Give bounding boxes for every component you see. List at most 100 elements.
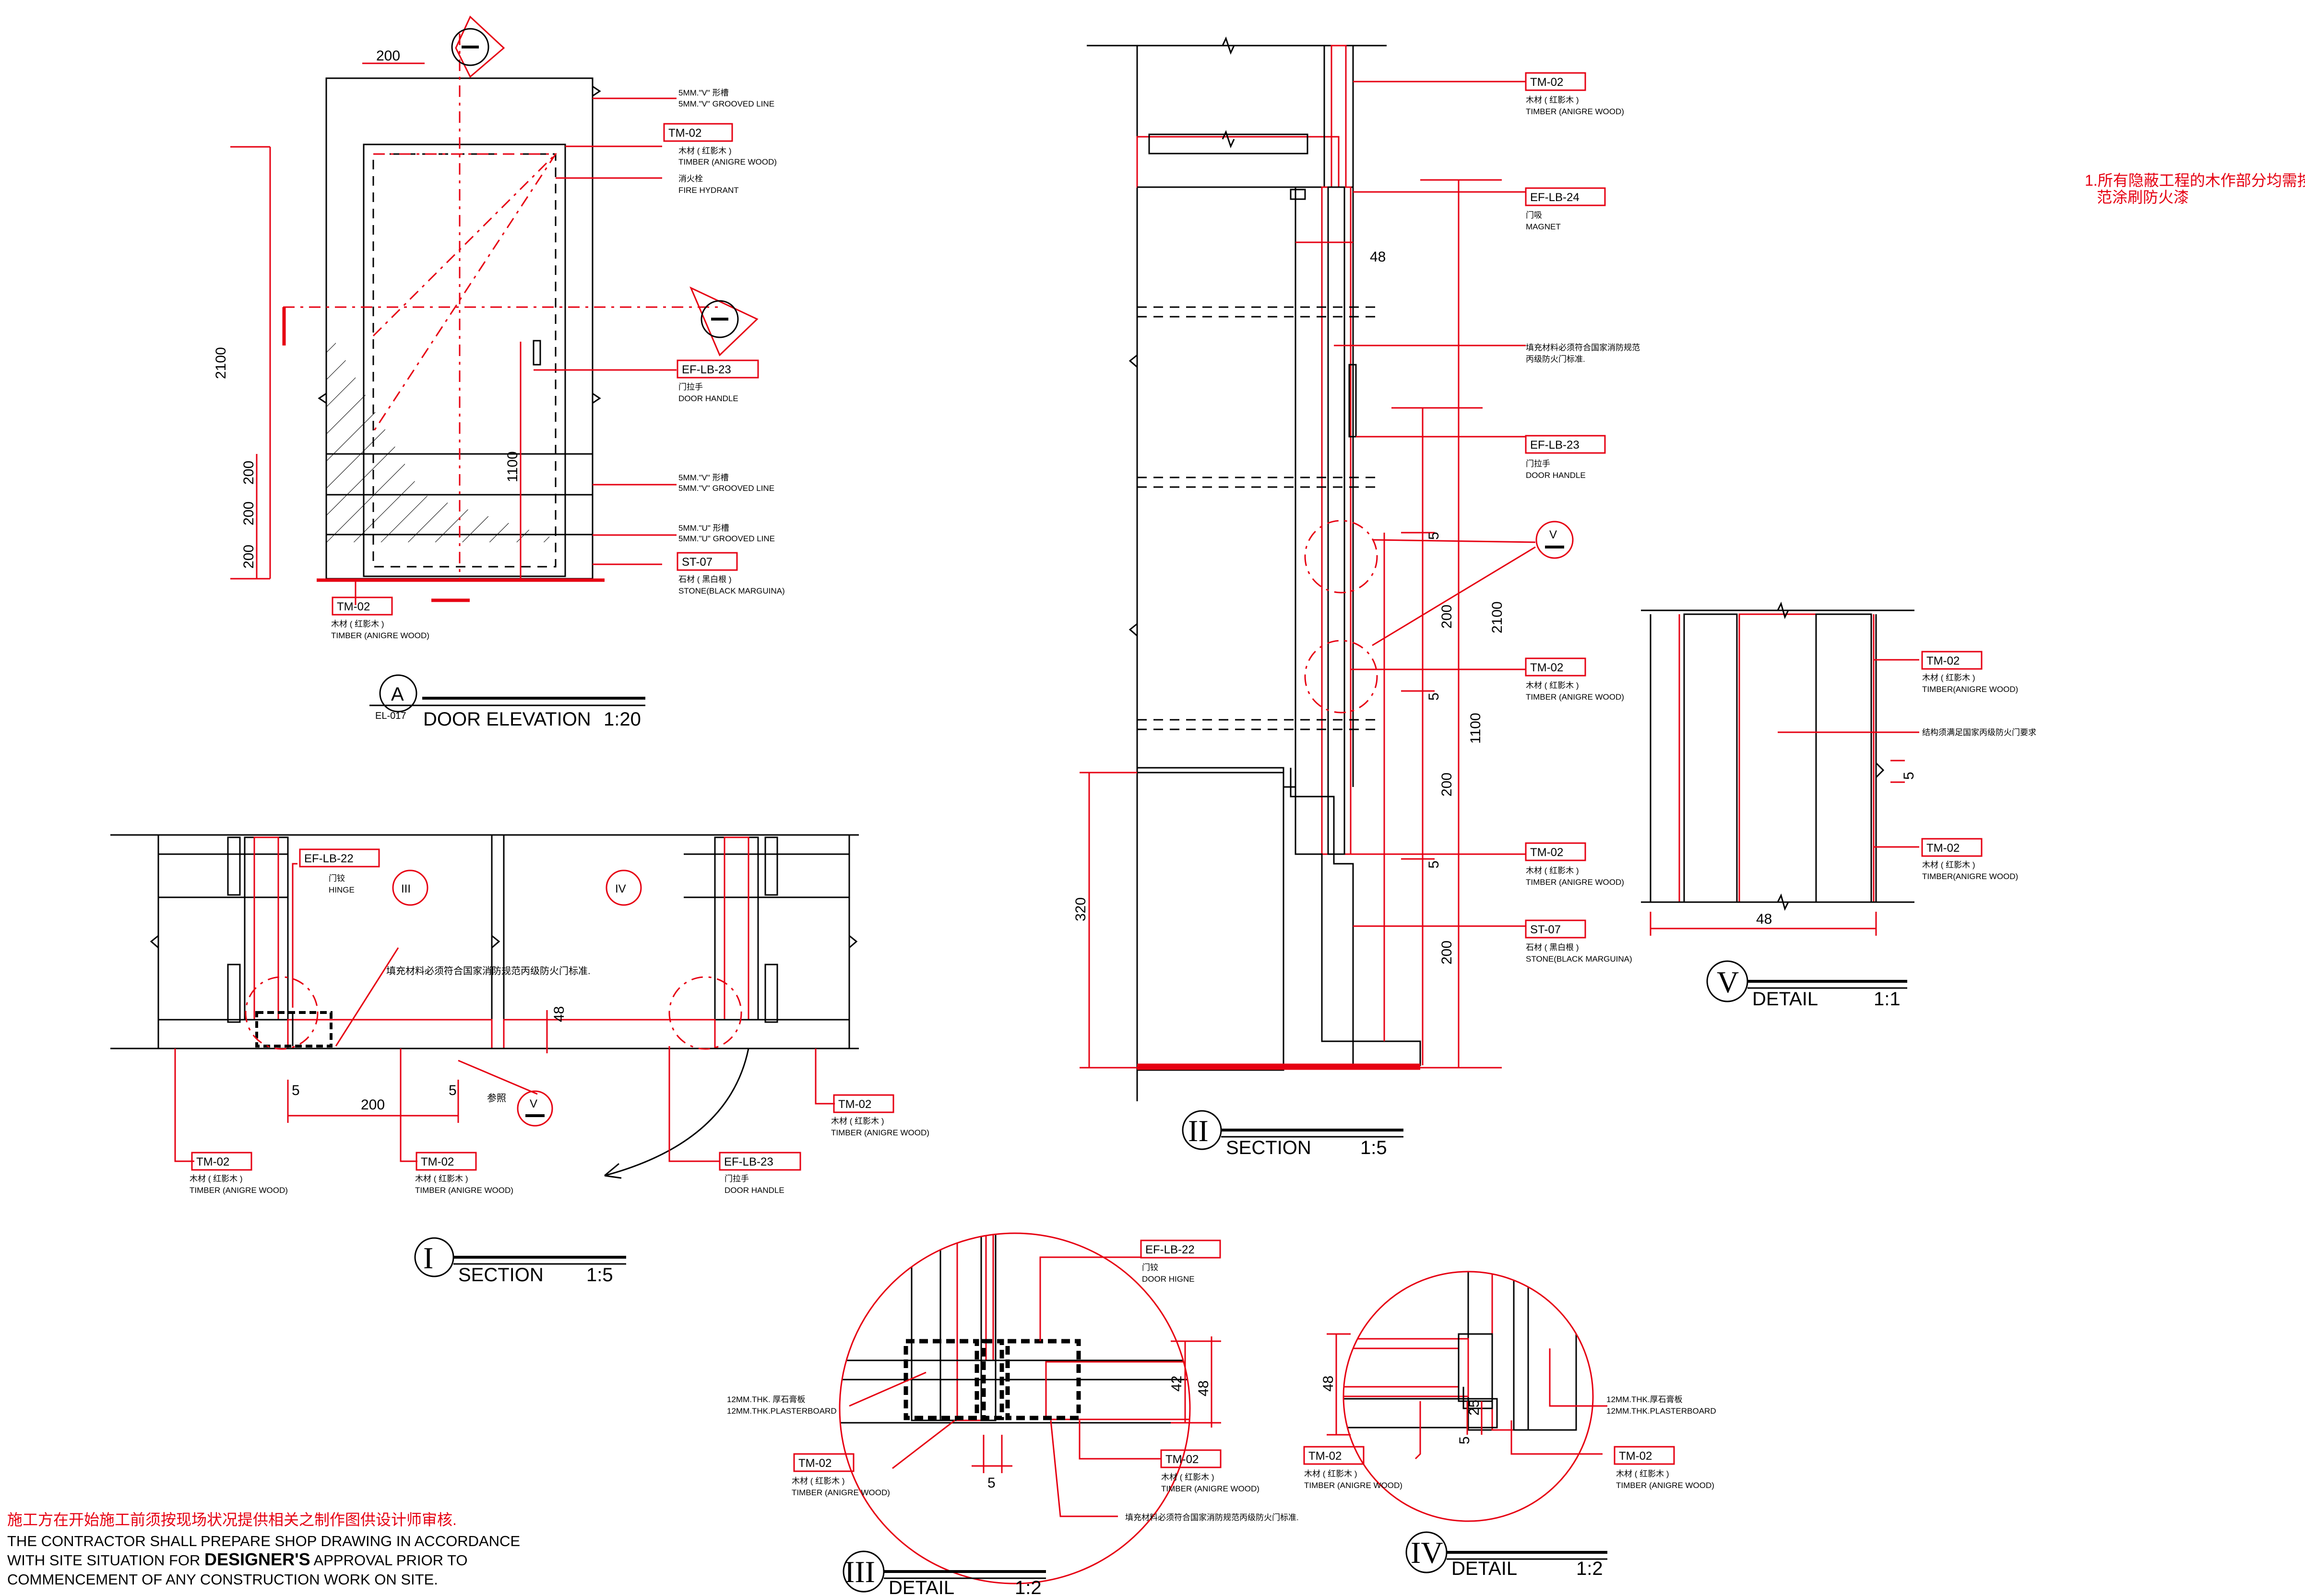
s2-timber-c-cn: 木材 ( 红影木 )	[1526, 866, 1579, 875]
d3-dim-48: 48	[1196, 1381, 1212, 1396]
s2-stone-en: STONE(BLACK MARGUINA)	[1526, 954, 1632, 964]
elev-leaders	[355, 97, 677, 605]
s1-timber-b-en: TIMBER (ANIGRE WOOD)	[415, 1186, 513, 1195]
s2-timber-b-en: TIMBER (ANIGRE WOOD)	[1526, 692, 1624, 702]
tag-eflb22-d3[interactable]: EF-LB-22	[1145, 1243, 1195, 1256]
s2-numeral: II	[1188, 1114, 1209, 1148]
callout-iv-marker[interactable]	[606, 869, 642, 906]
d4-timber-a-en: TIMBER (ANIGRE WOOD)	[1304, 1481, 1402, 1490]
title-detail-5	[1706, 960, 1907, 1002]
d5-numeral: V	[1717, 965, 1739, 999]
d5-scale: 1:1	[1874, 989, 1901, 1010]
d5-dim-5: 5	[1901, 772, 1917, 780]
callout-iii-marker[interactable]	[392, 869, 428, 906]
d3-hinge-cn: 门铰	[1142, 1263, 1158, 1272]
s2-magnet-cn: 门吸	[1526, 211, 1542, 220]
callout-iii-label: III	[401, 882, 411, 895]
tag-tm02-s2-c[interactable]: TM-02	[1530, 846, 1563, 859]
d4-plaster-cn: 12MM.THK.厚石膏板	[1606, 1394, 1683, 1404]
fireproof-note-line2: 范涂刷防火漆	[2097, 189, 2189, 206]
section-marker-top[interactable]	[451, 15, 505, 78]
s2-timber-b-cn: 木材 ( 红影木 )	[1526, 681, 1579, 690]
label-grooved-1-en: 5MM."V" GROOVED LINE	[678, 99, 774, 108]
s2-dim-48: 48	[1370, 249, 1386, 265]
s1-dim-5b: 5	[449, 1083, 457, 1098]
title-detail-4	[1405, 1531, 1607, 1573]
tag-eflb23-s2[interactable]: EF-LB-23	[1530, 439, 1580, 452]
d5-dim-48: 48	[1756, 911, 1772, 927]
tag-tm02-s1-c[interactable]: TM-02	[838, 1098, 871, 1111]
tag-tm02-s1-b[interactable]: TM-02	[421, 1155, 454, 1168]
d5-timber-b-cn: 木材 ( 红影木 )	[1922, 860, 1975, 869]
s2-handle-cn: 门拉手	[1526, 459, 1550, 468]
dim-2100-left: 2100	[213, 347, 229, 379]
tag-tm02-s2-b[interactable]: TM-02	[1530, 661, 1563, 674]
tag-eflb23-elev[interactable]: EF-LB-23	[682, 363, 731, 376]
section-1	[110, 834, 859, 1179]
s2-dim-200-c: 200	[1439, 941, 1455, 965]
callout-iv-label: IV	[615, 882, 626, 895]
callout-v-label-s1: V	[530, 1097, 537, 1110]
tag-tm02-d4-a[interactable]: TM-02	[1308, 1450, 1342, 1463]
tag-tm02-s2-a[interactable]: TM-02	[1530, 76, 1563, 89]
label-handle-en: DOOR HANDLE	[678, 394, 738, 403]
d4-title: DETAIL	[1451, 1558, 1517, 1579]
s2-fill-note-2: 丙级防火门标准.	[1526, 355, 1585, 364]
s2-title: SECTION	[1226, 1137, 1311, 1158]
label-timber-2-cn: 木材 ( 红影木 )	[331, 619, 384, 629]
callout-v-label-s2: V	[1549, 528, 1557, 541]
s2-timber-a-en: TIMBER (ANIGRE WOOD)	[1526, 107, 1624, 116]
callout-v-marker-s2[interactable]	[1535, 521, 1574, 559]
d3-hinge-en: DOOR HIGNE	[1142, 1274, 1195, 1284]
d4-dim-25: 25	[1466, 1400, 1482, 1416]
s2-stone-cn: 石材 ( 黑白根 )	[1526, 943, 1579, 952]
label-hydrant-cn: 消火栓	[678, 174, 703, 183]
door-elevation	[230, 15, 759, 602]
callout-v-marker-s1[interactable]	[517, 1090, 553, 1127]
d5-timber-b-en: TIMBER(ANIGRE WOOD)	[1922, 872, 2018, 881]
section-marker-right[interactable]	[689, 286, 759, 357]
s2-dim-2100: 2100	[1489, 601, 1505, 633]
title-door-elevation	[369, 674, 645, 713]
s1-dim-48: 48	[551, 1006, 567, 1022]
section-2	[1080, 36, 1536, 1101]
tag-tm02-s1-a[interactable]: TM-02	[196, 1155, 229, 1168]
d3-plaster-cn: 12MM.THK. 厚石膏板	[727, 1394, 805, 1404]
tag-eflb22-s1[interactable]: EF-LB-22	[304, 852, 354, 865]
tag-st07-elev[interactable]: ST-07	[682, 556, 713, 569]
d4-timber-b-en: TIMBER (ANIGRE WOOD)	[1616, 1481, 1714, 1490]
label-ugroove-cn: 5MM."U" 形槽	[678, 524, 729, 533]
detail-4	[1327, 1271, 1607, 1522]
d3-scale: 1:2	[1015, 1577, 1042, 1596]
s1-numeral: I	[423, 1241, 433, 1275]
tag-st07-s2[interactable]: ST-07	[1530, 923, 1561, 936]
elev-title: DOOR ELEVATION	[423, 709, 591, 730]
tag-tm02-elev-top[interactable]: TM-02	[668, 127, 701, 140]
d4-plaster-en: 12MM.THK.PLASTERBOARD	[1606, 1406, 1716, 1416]
d3-plaster-en: 12MM.THK.PLASTERBOARD	[727, 1406, 837, 1416]
d5-title: DETAIL	[1752, 989, 1818, 1010]
tag-tm02-elev-bottom[interactable]: TM-02	[337, 600, 370, 613]
dim-200-top: 200	[376, 48, 400, 64]
d4-dim-48: 48	[1320, 1376, 1336, 1392]
title-detail-3	[843, 1550, 1046, 1593]
tag-eflb23-s1[interactable]: EF-LB-23	[724, 1155, 773, 1168]
s2-dim-200-b: 200	[1439, 773, 1455, 797]
tag-eflb24-s2[interactable]: EF-LB-24	[1530, 191, 1580, 204]
elev-marker-ref: EL-017	[375, 711, 406, 721]
dim-1100: 1100	[505, 451, 521, 482]
s1-scale: 1:5	[586, 1264, 613, 1286]
d5-timber-a-cn: 木材 ( 红影木 )	[1922, 673, 1975, 682]
d3-timber-b-en: TIMBER (ANIGRE WOOD)	[1161, 1484, 1259, 1493]
tag-tm02-d3-b[interactable]: TM-02	[1165, 1453, 1199, 1466]
tag-tm02-d4-b[interactable]: TM-02	[1619, 1450, 1652, 1463]
tag-tm02-d5-a[interactable]: TM-02	[1926, 655, 1960, 667]
s2-fill-note-1: 填充材料必须符合国家消防规范	[1526, 343, 1640, 352]
s1-handle-cn: 门拉手	[725, 1174, 749, 1183]
label-hydrant-en: FIRE HYDRANT	[678, 186, 739, 195]
s1-hinge-en: HINGE	[329, 885, 355, 894]
tag-tm02-d5-b[interactable]: TM-02	[1926, 842, 1960, 855]
s2-handle-en: DOOR HANDLE	[1526, 471, 1586, 480]
tag-tm02-d3-a[interactable]: TM-02	[798, 1457, 832, 1470]
